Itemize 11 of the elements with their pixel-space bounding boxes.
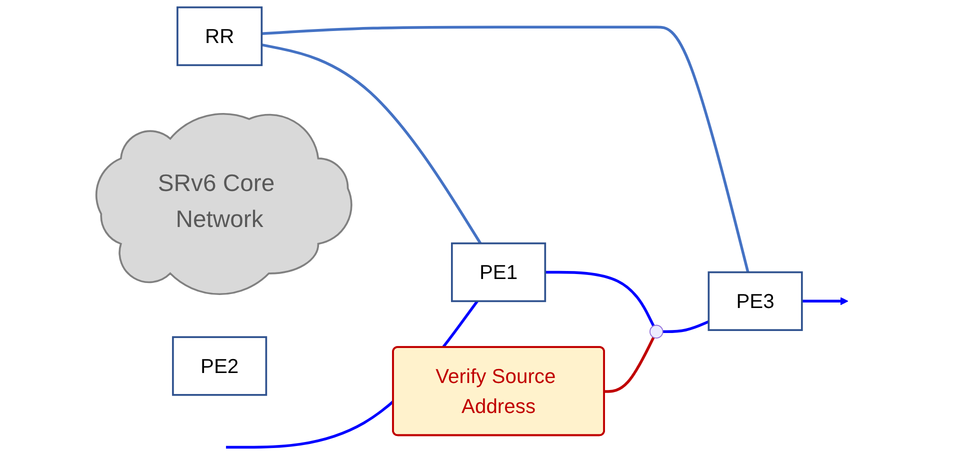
node-box: RR bbox=[176, 6, 263, 66]
connector bbox=[262, 26, 750, 273]
connector bbox=[662, 320, 710, 334]
node-box: PE2 bbox=[172, 336, 268, 396]
connector bbox=[545, 270, 655, 327]
node-box: PE1 bbox=[451, 242, 546, 302]
connector bbox=[604, 336, 655, 393]
connector bbox=[261, 43, 482, 244]
node-box: PE3 bbox=[708, 271, 803, 331]
node-circle bbox=[650, 324, 664, 339]
arrow bbox=[802, 297, 848, 306]
